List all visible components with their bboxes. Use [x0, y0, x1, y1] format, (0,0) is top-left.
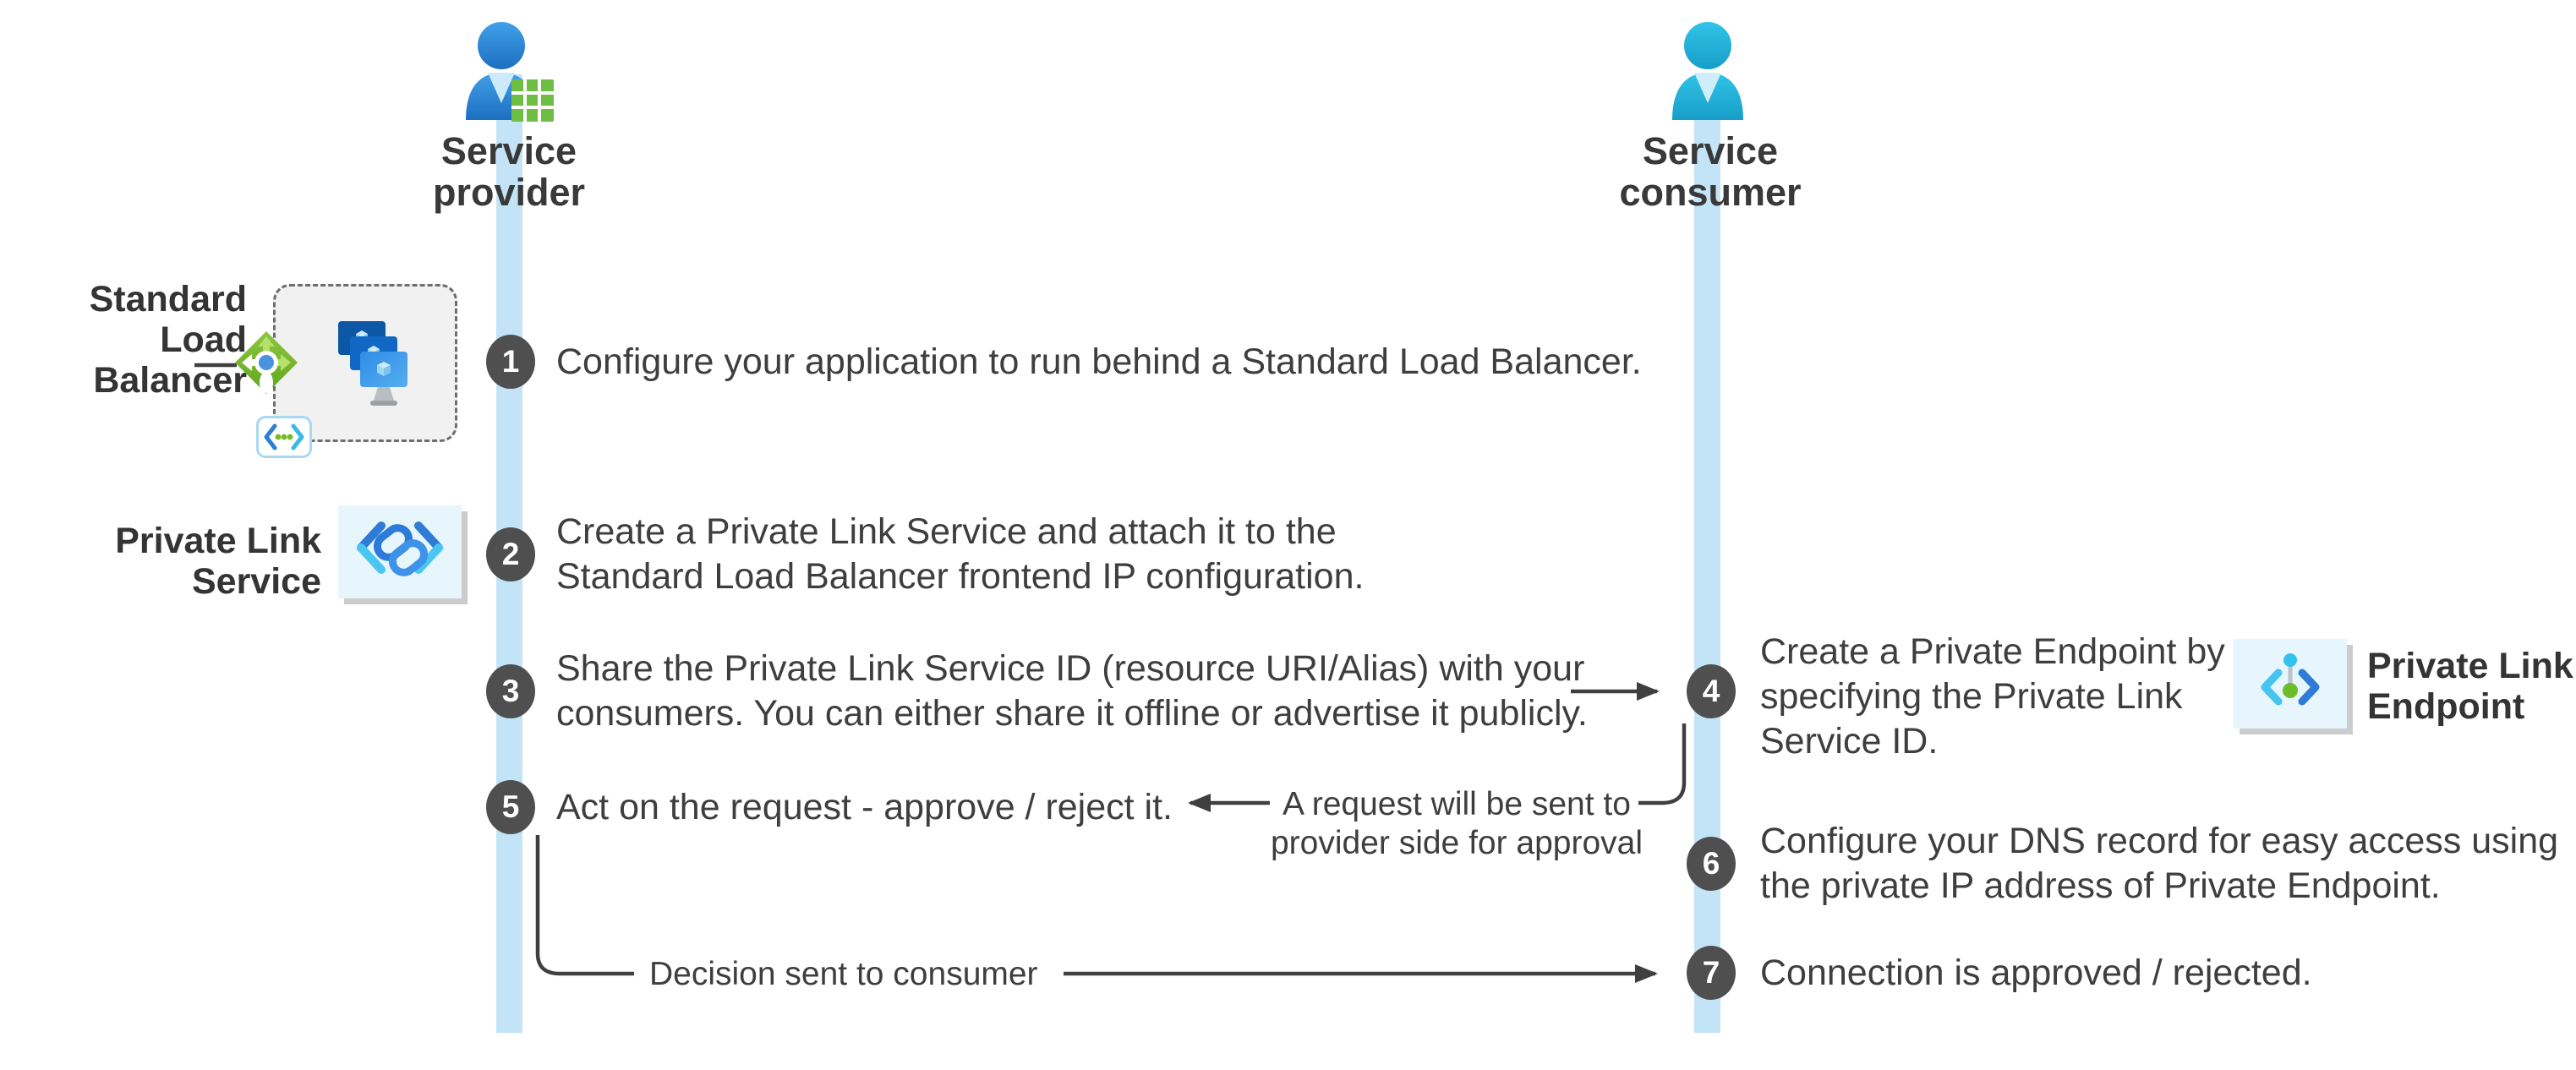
step-6-circle: 6 [1687, 837, 1736, 891]
step-2-circle: 2 [486, 527, 535, 581]
private-endpoint-icon [2234, 639, 2347, 729]
service-consumer-persona-icon [1672, 22, 1743, 120]
virtual-network-icon [256, 416, 312, 458]
service-provider-label: Service provider [382, 130, 636, 213]
step-2-number: 2 [501, 537, 520, 571]
step-4-text: Create a Private Endpoint by specifying … [1760, 630, 2225, 764]
step-1-line1: Configure your application to run behind… [556, 341, 1642, 382]
step-3-line2: consumers. You can either share it offli… [556, 693, 1588, 734]
step-6-number: 6 [1702, 846, 1720, 881]
service-provider-label-line1: Service [440, 129, 577, 172]
step-5-number: 5 [501, 789, 520, 824]
app-grid-icon [511, 79, 554, 122]
step-4-circle: 4 [1687, 664, 1736, 718]
service-consumer-label-line2: consumer [1619, 171, 1802, 214]
step-3-number: 3 [501, 674, 520, 708]
step-6-text: Configure your DNS record for easy acces… [1760, 819, 2558, 909]
step-1-number: 1 [501, 344, 520, 379]
step-2-line2: Standard Load Balancer frontend IP confi… [556, 556, 1365, 597]
service-provider-label-line2: provider [432, 171, 586, 214]
step-3-text: Share the Private Link Service ID (resou… [556, 647, 1588, 736]
step-5-line1: Act on the request - approve / reject it… [556, 787, 1173, 827]
step5-to-decision-elbow [535, 835, 634, 976]
step-7-text: Connection is approved / rejected. [1760, 951, 2312, 996]
virtual-machines-icon [338, 321, 407, 406]
private-link-service-icon [338, 505, 462, 598]
step-7-line1: Connection is approved / rejected. [1760, 953, 2312, 993]
step-1-circle: 1 [486, 335, 535, 389]
service-provider-persona-icon [466, 22, 554, 122]
service-consumer-label-line1: Service [1642, 129, 1779, 172]
pls-label-line1: Private Link [115, 521, 321, 561]
request-note-line1: A request will be sent to [1283, 786, 1631, 822]
step-4-line1: Create a Private Endpoint by [1760, 631, 2225, 672]
ple-label-line2: Endpoint [2367, 686, 2525, 727]
decision-note: Decision sent to consumer [649, 956, 1038, 992]
step-4-number: 4 [1702, 674, 1720, 708]
ple-label-line1: Private Link [2367, 646, 2573, 686]
step-4-line2: specifying the Private Link [1760, 676, 2183, 717]
step-7-number: 7 [1702, 955, 1720, 990]
step-5-circle: 5 [486, 780, 535, 834]
cube-glyph [377, 362, 391, 376]
request-note: A request will be sent to provider side … [1266, 785, 1647, 863]
pls-label-line2: Service [191, 561, 321, 602]
step-4-line3: Service ID. [1760, 721, 1939, 762]
step-6-line2: the private IP address of Private Endpoi… [1760, 865, 2441, 906]
slb-label-line1: Standard Load [89, 279, 247, 360]
standard-load-balancer-label: Standard Load Balancer [17, 279, 247, 401]
step-7-circle: 7 [1687, 946, 1736, 1000]
step-1-text: Configure your application to run behind… [556, 340, 1642, 385]
step-5-text: Act on the request - approve / reject it… [556, 785, 1173, 830]
step-3-line1: Share the Private Link Service ID (resou… [556, 648, 1585, 689]
request-note-line2: provider side for approval [1270, 825, 1643, 861]
slb-label-line2: Balancer [93, 360, 247, 401]
step-3-circle: 3 [486, 664, 535, 718]
private-link-service-label: Private Link Service [59, 521, 321, 602]
private-link-endpoint-label: Private Link Endpoint [2367, 646, 2576, 727]
service-consumer-label: Service consumer [1583, 130, 1837, 213]
step-6-line1: Configure your DNS record for easy acces… [1760, 821, 2559, 861]
load-balancer-diamond-icon [235, 331, 298, 394]
step-2-line1: Create a Private Link Service and attach… [556, 511, 1337, 552]
step-2-text: Create a Private Link Service and attach… [556, 510, 1364, 599]
